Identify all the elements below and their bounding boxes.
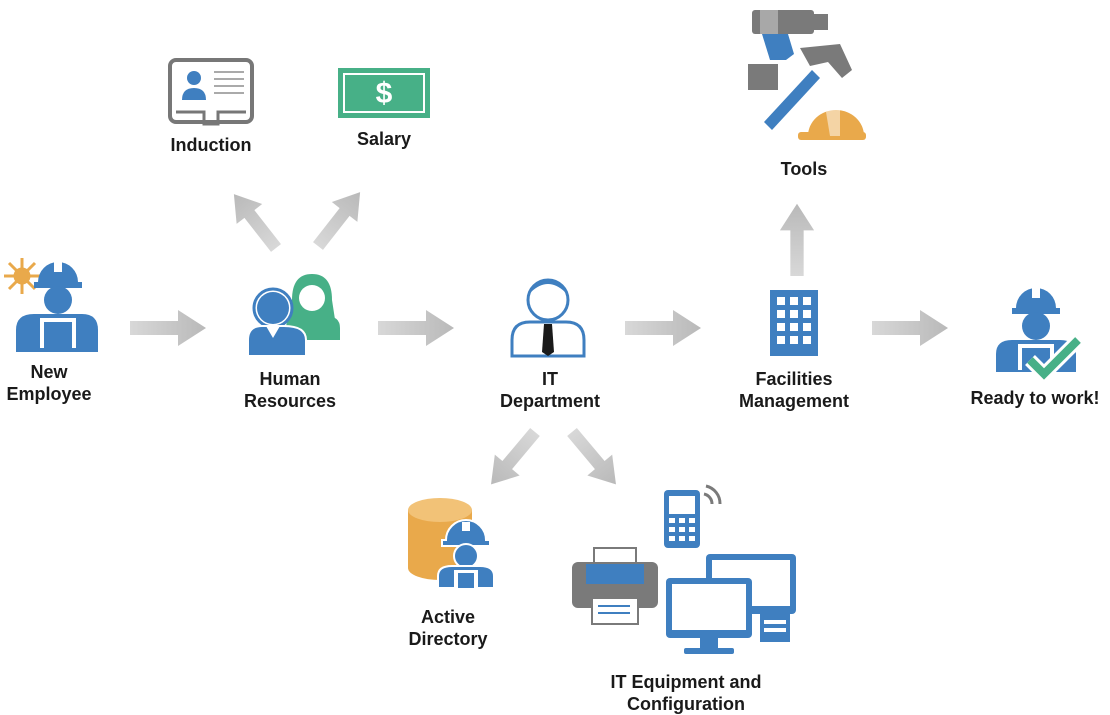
- label-line: Ready to work!: [970, 388, 1100, 408]
- arrow-new-to-hr: [130, 310, 206, 346]
- label-line: Resources: [243, 391, 337, 411]
- label-line: Department: [499, 391, 601, 411]
- label-tools: Tools: [754, 158, 854, 180]
- arrow-hr-to-it: [378, 310, 454, 346]
- label-line: Directory: [408, 629, 488, 649]
- label-line: Human: [259, 369, 321, 389]
- label-ready-to-work: Ready to work!: [962, 387, 1108, 409]
- label-line: Active: [420, 607, 476, 627]
- label-it-equipment: IT Equipment and Configuration: [592, 671, 780, 715]
- arrow-it-to-facilities: [625, 310, 701, 346]
- label-active-directory: Active Directory: [390, 606, 506, 650]
- label-induction: Induction: [156, 134, 266, 156]
- id-card-icon: [168, 58, 254, 126]
- people-icon: [247, 274, 340, 357]
- label-it-department: IT Department: [490, 368, 610, 412]
- arrow-facilities-to-ready: [872, 310, 948, 346]
- label-line: Facilities: [755, 369, 833, 389]
- label-line: Salary: [356, 129, 412, 149]
- arrow-it-to-it-equipment: [559, 421, 629, 495]
- database-user-icon: [408, 498, 495, 589]
- label-new-employee: New Employee: [0, 361, 98, 405]
- svg-text:$: $: [376, 77, 393, 110]
- arrow-hr-to-induction: [221, 184, 289, 258]
- arrow-hr-to-salary: [305, 182, 373, 256]
- banknote-icon: $: [338, 68, 430, 118]
- it-devices-icon: [572, 484, 796, 654]
- arrow-it-to-active-directory: [478, 421, 548, 495]
- label-salary: Salary: [334, 128, 434, 150]
- label-facilities-management: Facilities Management: [724, 368, 864, 412]
- arrow-facilities-to-tools: [779, 203, 815, 276]
- tools-icon: [748, 10, 866, 140]
- worker-check-icon: [996, 288, 1083, 384]
- worker-icon: [4, 258, 98, 352]
- businessman-icon: [510, 278, 586, 358]
- label-line: Configuration: [627, 694, 745, 714]
- label-line: IT Equipment and: [610, 672, 762, 692]
- building-icon: [770, 290, 818, 356]
- label-line: New: [30, 362, 68, 382]
- label-line: Management: [738, 391, 850, 411]
- label-line: Induction: [170, 135, 252, 155]
- label-line: IT: [542, 369, 558, 389]
- label-line: Tools: [780, 159, 828, 179]
- label-line: Employee: [6, 384, 92, 404]
- label-human-resources: Human Resources: [230, 368, 350, 412]
